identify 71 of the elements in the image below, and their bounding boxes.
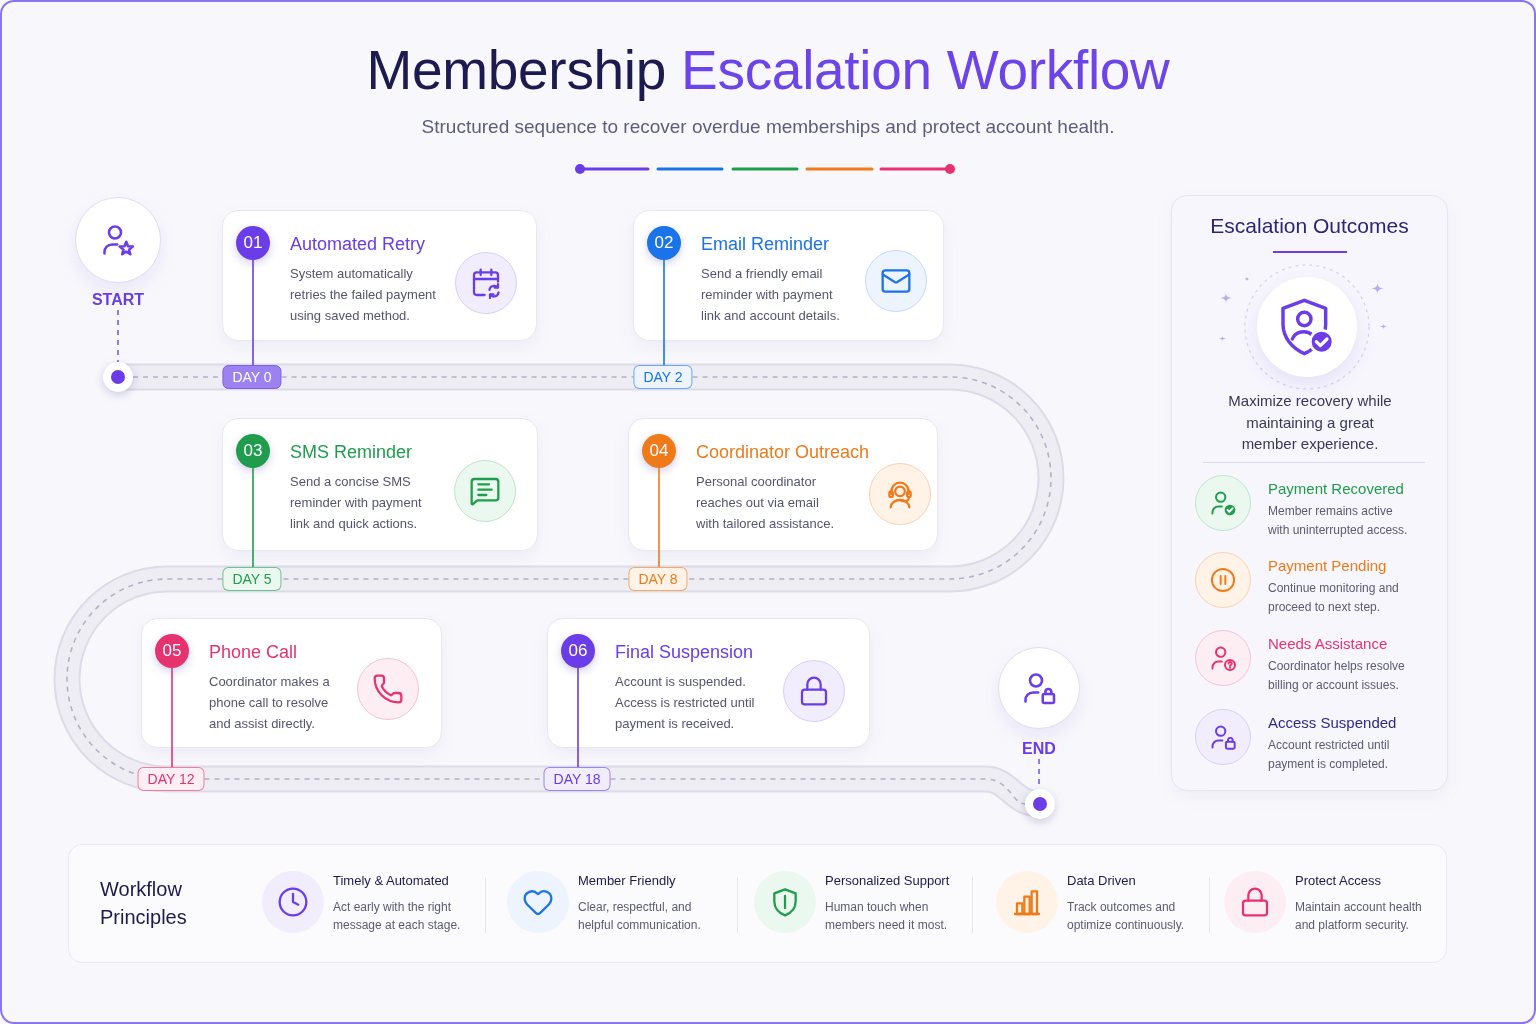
principle-description: Act early with the right message at each stage. (333, 899, 462, 934)
step-card (633, 210, 944, 341)
day-tag: DAY 0 (222, 365, 282, 389)
principle-title: Personalized Support (825, 872, 950, 890)
step-card (222, 210, 537, 341)
step-title: SMS Reminder (290, 441, 413, 464)
outcome-description: Continue monitoring and proceed to next step. (1268, 580, 1400, 616)
road-center-line (280, 578, 630, 580)
principle-title: Timely & Automated (333, 872, 449, 890)
panel-summary: Maximize recovery while maintaining a great member experience. (1227, 391, 1393, 454)
day-tag: DAY 18 (543, 767, 611, 791)
outcome-description: Account restricted until payment is completed. (1268, 737, 1391, 773)
step-description: Account is suspended. Access is restricted until payment is received. (615, 673, 756, 733)
principle-description: Human touch when members need it most. (825, 899, 949, 934)
step-description: System automatically retries the failed payment using saved method. (290, 265, 437, 325)
step-title: Automated Retry (290, 233, 426, 256)
subtitle: Structured sequence to recover overdue memberships and protect account health. (420, 115, 1116, 139)
principle-description: Maintain account health and platform security. (1295, 899, 1423, 934)
step-description: Coordinator makes a phone call to resolve and assist directly. (209, 673, 331, 733)
principles-panel (68, 844, 1447, 963)
step-description: Send a concise SMS reminder with payment link and quick actions. (290, 473, 423, 533)
step-number: 05 (155, 634, 189, 668)
step-card (141, 618, 442, 748)
principle-title: Member Friendly (578, 872, 676, 890)
road-center-line (280, 376, 635, 378)
step-number: 03 (236, 434, 270, 468)
dashed-connector (117, 309, 119, 363)
outcome-description: Member remains active with uninterrupted access. (1268, 503, 1409, 539)
outcome-title: Access Suspended (1268, 713, 1397, 733)
step-number: 02 (647, 226, 681, 260)
principle-title: Data Driven (1067, 872, 1136, 890)
connector-line (577, 667, 579, 768)
step-description: Personal coordinator reaches out via email with tailored assistance. (696, 473, 835, 533)
connector-line (171, 667, 173, 768)
step-description: Send a friendly email reminder with payment link and account details. (701, 265, 841, 325)
page-title: Membership Escalation Workflow (365, 38, 1171, 103)
step-title: Coordinator Outreach (696, 441, 870, 464)
outcomes-panel (1171, 195, 1448, 791)
step-number: 04 (642, 434, 676, 468)
outcome-description: Coordinator helps resolve billing or account issues. (1268, 658, 1406, 694)
step-number: 06 (561, 634, 595, 668)
road-center-line (686, 376, 1052, 580)
connector-line (252, 467, 254, 568)
connector-line (658, 467, 660, 568)
principle-title: Protect Access (1295, 872, 1381, 890)
day-tag: DAY 8 (628, 567, 688, 591)
step-card (222, 418, 538, 551)
step-title: Phone Call (209, 641, 298, 664)
principle-description: Track outcomes and optimize continuously. (1067, 899, 1186, 934)
route-dot (1025, 789, 1055, 819)
step-card (628, 418, 938, 551)
outcome-title: Payment Pending (1268, 556, 1387, 576)
step-card (547, 618, 870, 748)
route-dot (103, 362, 133, 392)
day-tag: DAY 2 (633, 365, 693, 389)
connector-line (252, 259, 254, 366)
step-number: 01 (236, 226, 270, 260)
start-label: START (91, 290, 145, 310)
outcome-title: Needs Assistance (1268, 634, 1388, 654)
step-title: Email Reminder (701, 233, 830, 256)
outcome-title: Payment Recovered (1268, 479, 1404, 499)
panel-title: Escalation Outcomes (1209, 213, 1410, 239)
day-tag: DAY 5 (222, 567, 282, 591)
connector-line (663, 259, 665, 366)
road-center-line (66, 578, 224, 776)
road-center-line (609, 778, 1026, 805)
day-tag: DAY 12 (137, 767, 205, 791)
principle-description: Clear, respectful, and helpful communication. (578, 899, 702, 934)
principles-title: Workflow Principles (100, 877, 188, 930)
step-title: Final Suspension (615, 641, 754, 664)
end-label: END (1022, 739, 1056, 759)
